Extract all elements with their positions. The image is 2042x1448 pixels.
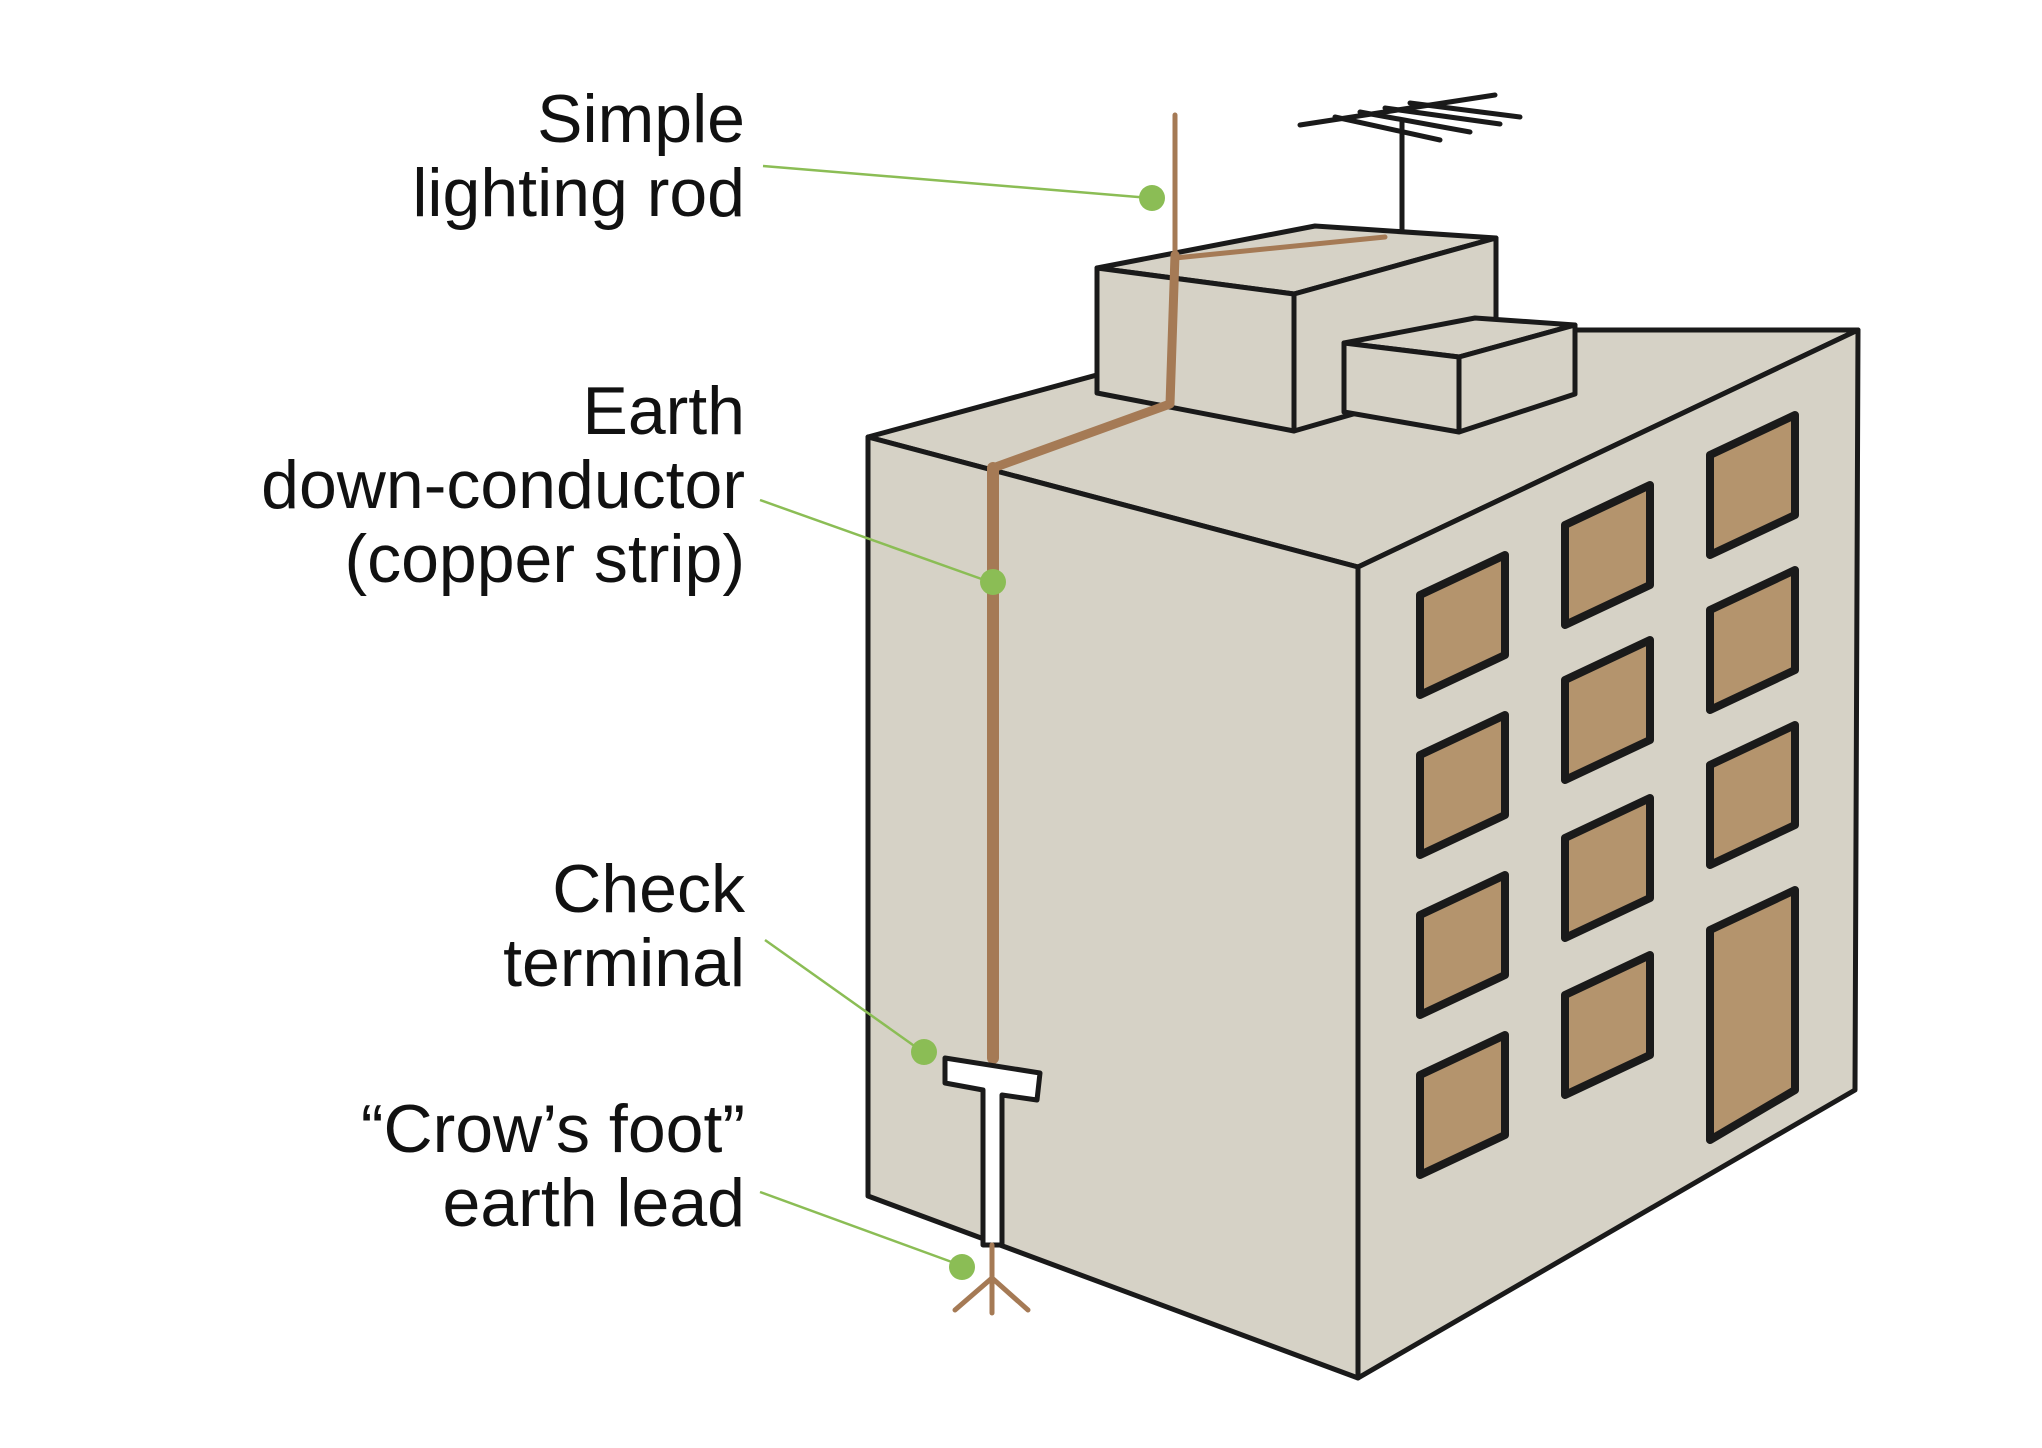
label-check-terminal: Check terminal bbox=[503, 852, 745, 1000]
window bbox=[1416, 1031, 1509, 1179]
leader-line-rod bbox=[762, 164, 1151, 200]
leader-dots bbox=[911, 185, 1165, 1280]
roof-structure bbox=[1094, 223, 1578, 435]
building-left-wall bbox=[865, 434, 1361, 1381]
window bbox=[1416, 551, 1509, 699]
leader-dot-crow bbox=[949, 1254, 975, 1280]
window bbox=[1561, 951, 1654, 1099]
tv-antenna bbox=[1297, 92, 1523, 233]
tall-window bbox=[1706, 886, 1799, 1144]
roof-conductor bbox=[988, 250, 1180, 473]
leader-line-check bbox=[764, 938, 921, 1052]
label-line: earth lead bbox=[442, 1165, 745, 1241]
copper-conductor bbox=[987, 112, 1388, 1064]
leader-dot-rod bbox=[1139, 185, 1165, 211]
label-line: Check bbox=[552, 851, 745, 927]
leader-dot-check bbox=[911, 1039, 937, 1065]
window bbox=[1706, 411, 1799, 559]
roof-box-small-side bbox=[1456, 322, 1578, 435]
window bbox=[1561, 481, 1654, 629]
label-line: lighting rod bbox=[412, 155, 745, 231]
check-terminal bbox=[942, 1055, 1043, 1248]
leader-lines bbox=[759, 164, 1151, 1267]
label-line: Earth bbox=[582, 373, 745, 449]
window bbox=[1416, 711, 1509, 859]
roof-box-strip bbox=[1172, 234, 1388, 261]
leader-line-crow bbox=[759, 1190, 961, 1267]
label-line: down-conductor bbox=[261, 447, 745, 523]
leader-dot-down bbox=[980, 569, 1006, 595]
label-down-conductor: Earth down-conductor (copper strip) bbox=[261, 374, 745, 596]
label-line: Simple bbox=[537, 81, 745, 157]
windows bbox=[1416, 411, 1799, 1179]
label-line: terminal bbox=[503, 925, 745, 1001]
label-line: “Crow’s foot” bbox=[360, 1091, 745, 1167]
leader-line-down bbox=[759, 498, 991, 584]
window bbox=[1561, 794, 1654, 942]
label-lightning-rod: Simple lighting rod bbox=[412, 82, 745, 230]
window bbox=[1706, 566, 1799, 714]
label-line: (copper strip) bbox=[344, 521, 745, 597]
label-crows-foot: “Crow’s foot” earth lead bbox=[361, 1092, 745, 1240]
crows-foot-earth-lead bbox=[952, 1242, 1031, 1316]
window bbox=[1561, 636, 1654, 784]
window bbox=[1416, 871, 1509, 1019]
window bbox=[1706, 721, 1799, 869]
